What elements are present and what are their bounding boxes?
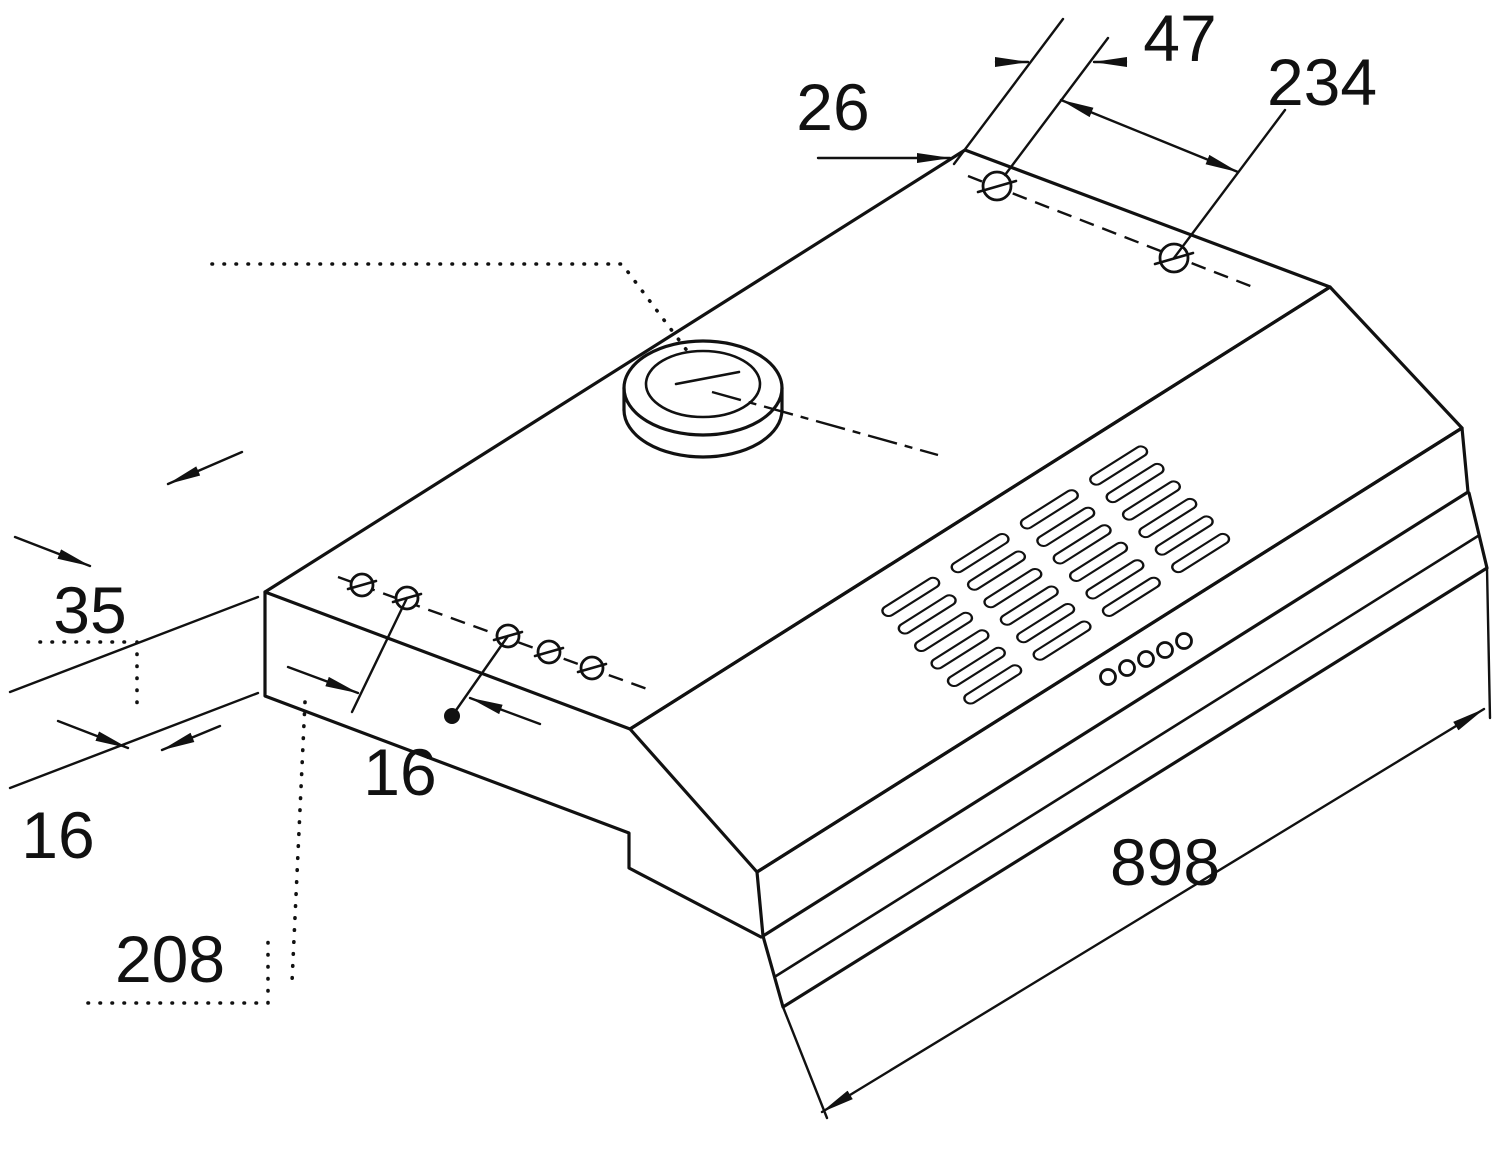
- dim-arrow: [166, 450, 244, 486]
- reference-dotted-line: [290, 700, 307, 984]
- extension-line: [1172, 108, 1287, 260]
- hood-body-outline: [263, 148, 1489, 1009]
- dimension-208: 208: [86, 700, 307, 1005]
- control-button: [1137, 650, 1155, 668]
- extension-line: [781, 1005, 829, 1120]
- dimension-47: 47: [994, 1, 1217, 177]
- dimension-35-16-left: 35 16: [8, 450, 260, 872]
- extension-line: [450, 634, 510, 718]
- dim-line: [1059, 98, 1240, 174]
- duct-opening-tick: [674, 370, 741, 386]
- fixing-hole-tick: [533, 646, 565, 658]
- dimension-898: 898: [781, 566, 1492, 1120]
- grease-filter-grille: [881, 445, 1231, 705]
- duct-centerline: [711, 390, 939, 457]
- extension-line: [8, 595, 260, 694]
- hood-left-end: [263, 590, 763, 939]
- dim-arrow: [160, 724, 222, 752]
- duct-collar-base: [622, 408, 784, 459]
- dimension-label-16-left: 16: [21, 798, 94, 872]
- duct-leader-dotted: [210, 262, 690, 354]
- dim-arrow: [468, 696, 542, 726]
- dimension-label-234: 234: [1267, 45, 1377, 119]
- dimension-26: 26: [796, 17, 1065, 166]
- top-mounting-holes: [967, 170, 1259, 291]
- duct-collar: [210, 262, 939, 459]
- screw-hole-tick: [976, 179, 1018, 194]
- dim-arrow: [56, 719, 130, 750]
- dimension-16-front: 16: [286, 596, 542, 809]
- dimension-label-47: 47: [1143, 1, 1216, 75]
- control-buttons: [1099, 632, 1193, 686]
- hood-slant-face: [628, 285, 1464, 874]
- dim-line: [820, 707, 1486, 1114]
- fixing-hole-tick: [346, 579, 378, 591]
- extension-line: [1003, 36, 1110, 177]
- dimension-label-16-front: 16: [363, 735, 436, 809]
- fixing-hole-tick: [576, 662, 608, 674]
- dimension-label-35: 35: [53, 573, 126, 647]
- control-button: [1156, 641, 1174, 659]
- extension-line: [1485, 566, 1492, 720]
- dimension-234: 234: [1059, 45, 1377, 260]
- top-holes-axis: [967, 174, 1259, 291]
- hood-top-face: [263, 148, 1332, 731]
- extension-line: [350, 596, 409, 714]
- control-button: [1099, 668, 1117, 686]
- control-button: [1118, 659, 1136, 677]
- control-button: [1175, 632, 1193, 650]
- dimension-label-898: 898: [1110, 825, 1220, 899]
- dim-arrow: [13, 535, 92, 568]
- duct-opening: [644, 349, 762, 419]
- dimension-label-208: 208: [115, 922, 225, 996]
- dim-arrow: [286, 665, 360, 695]
- dimension-label-26: 26: [796, 70, 869, 144]
- reference-point: [444, 708, 460, 724]
- front-fixing-holes: [337, 572, 651, 692]
- extension-line: [8, 691, 260, 790]
- extension-line: [952, 17, 1065, 166]
